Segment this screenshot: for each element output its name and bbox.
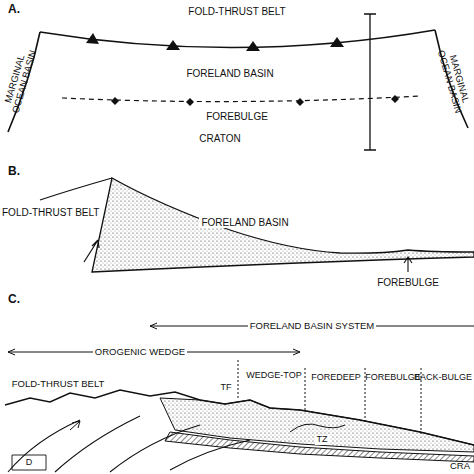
region-label: FOREBULGE xyxy=(206,111,268,122)
zone-label: WEDGE-TOP xyxy=(246,371,301,381)
forebulge-diamonds xyxy=(111,95,399,106)
region-label: MARGINAL OCEAN BASIN xyxy=(1,45,39,114)
region-label: CRATON xyxy=(199,133,240,144)
cross-section xyxy=(5,390,474,472)
region-label: FOLD-THRUST BELT xyxy=(2,207,99,218)
zone-label: FOREBULGE xyxy=(365,373,421,383)
region-label: FORELAND BASIN xyxy=(199,217,290,228)
region-label: MARGINAL OCEAN BASIN xyxy=(435,45,473,114)
map-view xyxy=(8,14,468,150)
range-label: OROGENIC WEDGE xyxy=(93,347,187,357)
zone-label: BACK-BULGE xyxy=(414,373,472,383)
panel-letter: C. xyxy=(8,293,20,306)
region-label: CRA xyxy=(450,461,470,471)
zone-label: FOREDEEP xyxy=(311,373,361,383)
thrust-teeth xyxy=(86,33,344,51)
basin-profile xyxy=(40,178,474,272)
panel-letter: B. xyxy=(8,165,20,178)
range-label: FORELAND BASIN SYSTEM xyxy=(248,321,377,331)
region-label: FOLD-THRUST BELT xyxy=(188,6,285,17)
panel-letter: A. xyxy=(8,3,20,16)
region-label: FORELAND BASIN xyxy=(186,68,273,79)
callout-label: TF xyxy=(221,383,232,393)
callout-label: D xyxy=(24,458,35,468)
region-label: FOLD-THRUST BELT xyxy=(10,379,107,389)
callout-label: TZ xyxy=(315,435,330,445)
region-label: FOREBULGE xyxy=(377,277,439,288)
